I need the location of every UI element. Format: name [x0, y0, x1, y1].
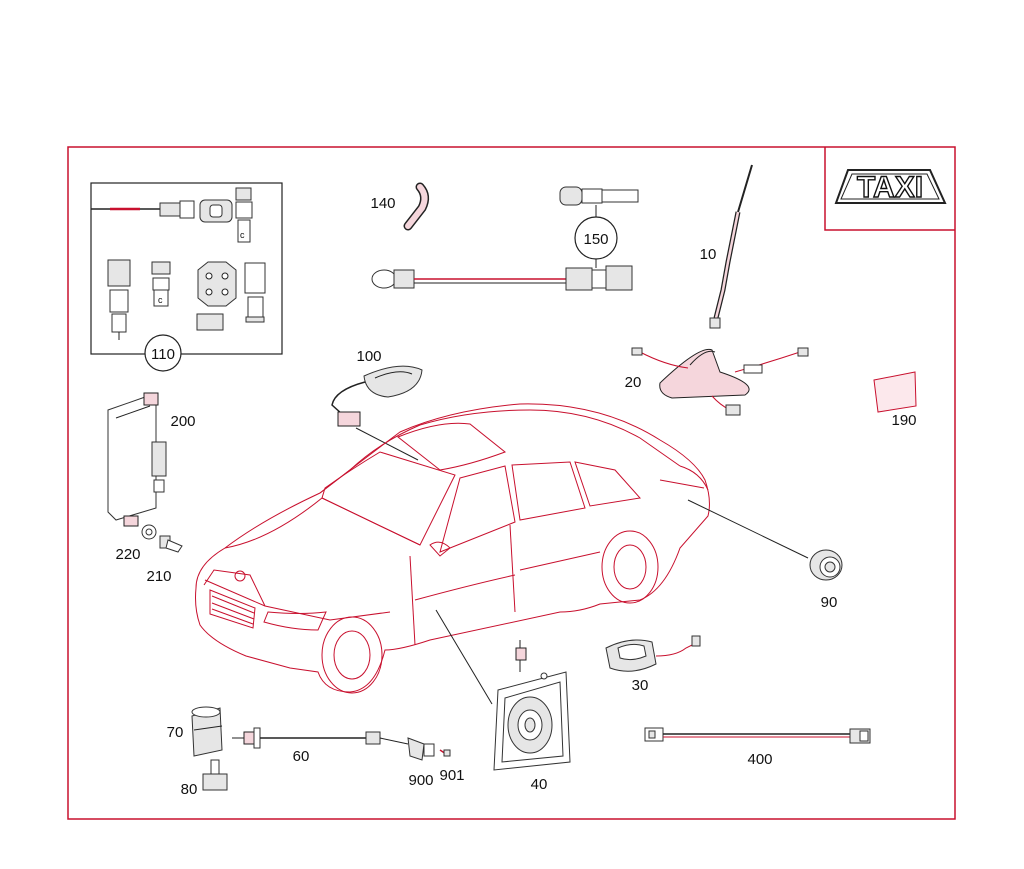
part-number-200: 200 [170, 413, 195, 430]
part-number-220: 220 [115, 546, 140, 563]
diagram-frame [67, 146, 956, 820]
part-40-speaker: 40 [493, 640, 571, 793]
taxi-sign-box: TAXI [824, 147, 955, 231]
part-number-10: 10 [700, 246, 717, 263]
part-20-roof-antenna: 20 [625, 347, 809, 416]
part-400-cable: 400 [644, 727, 871, 768]
leader-lines [435, 499, 809, 705]
part-number-900: 900 [408, 772, 433, 789]
part-900-connector: 900 [379, 737, 435, 789]
part-number-210: 210 [146, 568, 171, 585]
car-outline [195, 403, 710, 694]
part-number-150: 150 [583, 231, 608, 248]
part-number-140: 140 [370, 195, 395, 212]
callout-circle-110 [144, 334, 182, 372]
connector-kit-110: c c 110 [90, 182, 283, 372]
part-number-400: 400 [747, 751, 772, 768]
part-901-pin: 901 [439, 749, 465, 784]
part-number-110: 110 [151, 346, 175, 363]
part-number-40: 40 [531, 776, 548, 793]
part-number-60: 60 [293, 748, 310, 765]
part-10-antenna: 10 [700, 164, 753, 329]
part-210-screw: 210 [146, 535, 183, 585]
part-90-grommet: 90 [809, 549, 843, 611]
part-number-190: 190 [891, 412, 916, 429]
part-number-70: 70 [167, 724, 184, 741]
pin-label-c1: c [240, 230, 245, 240]
part-200-control-unit: 200 [107, 392, 196, 527]
part-number-30: 30 [632, 677, 649, 694]
pin-label-c2: c [158, 295, 163, 305]
part-190-sheet: 190 [873, 371, 917, 429]
part-60-cable: 60 [232, 727, 381, 765]
part-number-80: 80 [181, 781, 198, 798]
part-140-hose: 140 [370, 182, 430, 231]
part-number-20: 20 [625, 374, 642, 391]
part-100-module: 100 [331, 348, 423, 461]
part-30-holder: 30 [605, 635, 701, 694]
part-80-bolt: 80 [181, 759, 228, 798]
part-number-90: 90 [821, 594, 838, 611]
part-220-washer: 220 [115, 524, 157, 563]
part-number-901: 901 [439, 767, 464, 784]
part-150-cable: 150 [371, 186, 639, 291]
taxi-sign-text: TAXI [857, 171, 923, 204]
part-number-100: 100 [356, 348, 381, 365]
part-70-mount: 70 [167, 706, 223, 757]
